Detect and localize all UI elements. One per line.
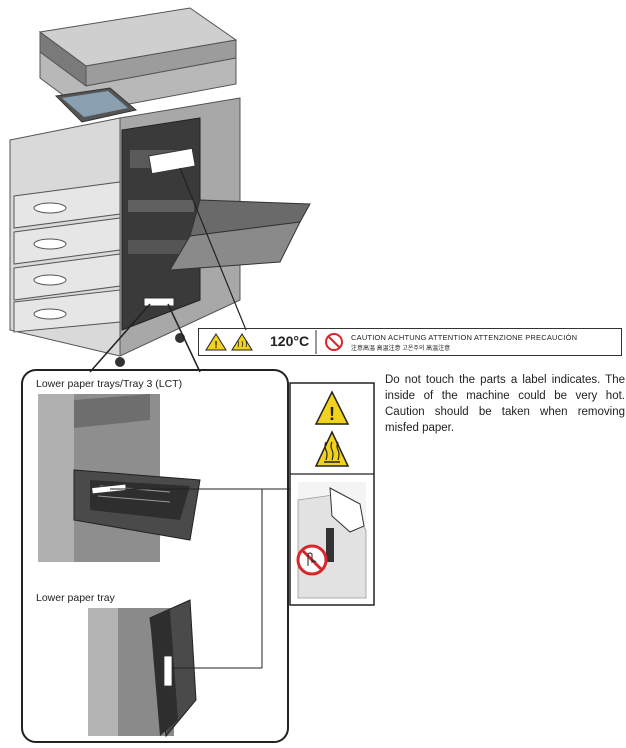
hot-area-marker-lower xyxy=(143,297,175,307)
label-caution-cjk-text: 注意高温 高温注意 고온주의 高温注意 xyxy=(351,346,451,352)
svg-text:!: ! xyxy=(214,340,217,351)
warning-label: 120°C CAUTION ACHTUNG ATTENTION ATTENZIO… xyxy=(198,328,622,356)
warning-triangle-icon xyxy=(205,333,227,351)
lower-panel-title: Lower paper tray xyxy=(36,592,115,604)
label-temperature: 120°C xyxy=(270,333,310,349)
svg-text:!: ! xyxy=(329,404,335,424)
warning-label-icons: ! xyxy=(205,330,343,354)
lower-tray-illustration xyxy=(88,599,197,738)
lct-panel-title: Lower paper trays/Tray 3 (LCT) xyxy=(36,378,183,390)
leader-line-upper xyxy=(179,167,247,331)
label-caution-text: CAUTION ACHTUNG ATTENTION ATTENZIONE PRE… xyxy=(351,333,578,342)
caution-note: Do not touch the parts a label indicates… xyxy=(385,374,625,434)
hot-area-marker-upper xyxy=(148,147,196,175)
copier-machine xyxy=(9,7,311,367)
callout-line-right xyxy=(167,303,201,373)
hot-warning-sticker: ! xyxy=(289,382,375,606)
lower-detail-frame xyxy=(21,369,289,743)
warning-triangle-icon xyxy=(314,390,350,425)
callout-line-left xyxy=(89,303,151,373)
lct-tray-illustration xyxy=(38,394,201,562)
